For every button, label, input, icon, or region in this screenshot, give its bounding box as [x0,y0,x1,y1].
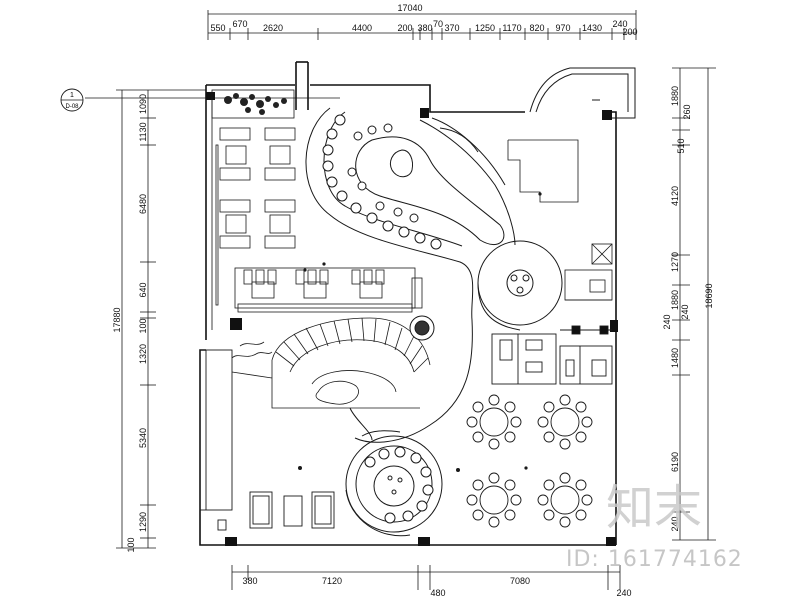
right-dim-label: 260 [682,104,692,119]
service-area [507,139,613,301]
left-dim-label: 1320 [138,344,148,364]
left-dim-label: 1130 [138,122,148,141]
dining-table [466,472,522,528]
right-dim-label: 1480 [670,348,680,368]
section-marker-ref: D-08 [65,104,79,110]
right-dim-label: 1270 [670,252,680,272]
top-dim-label: 200 [397,23,412,33]
top-dim-label: 200 [622,27,637,37]
top-dimension-chain [207,10,637,40]
top-dim-label: 70 [433,19,443,29]
left-dim-label: 1290 [138,512,148,532]
section-marker: 1 D-08 [60,88,340,112]
right-dim-label: 240 [680,304,690,319]
left-total-dimension: 17880 [112,307,122,332]
booth-seating-area [215,127,423,313]
watermark-brand: 知末 [606,480,702,536]
bottom-dimension-labels: 380 7120 480 7080 240 [242,576,631,598]
left-dim-label: 640 [138,282,148,297]
top-dim-label: 2620 [263,23,283,33]
outer-walls [199,61,617,546]
round-dining-tables [466,394,593,528]
left-dim-label: 5340 [138,428,148,448]
top-dim-label: 1170 [502,23,521,33]
left-dimension-chain [116,89,206,549]
right-dimension-chain [672,67,716,541]
right-dim-label: 240 [662,314,672,329]
top-dim-label: 370 [444,23,459,33]
top-dim-label: 1250 [475,23,495,33]
right-dim-label: 1880 [670,86,680,106]
bottom-dimension-chain [231,565,621,590]
bottom-dim-label: 380 [242,576,257,586]
top-dim-label: 970 [555,23,570,33]
right-dim-label: 510 [676,138,686,153]
right-dim-label: 6190 [670,452,680,472]
bottom-dim-label: 7120 [322,576,342,586]
dining-table [537,472,593,528]
left-dim-label: 100 [126,537,136,552]
round-platform [477,240,563,331]
left-dim-label: 6480 [138,194,148,214]
spiral-staircase [231,317,431,409]
watermark-id: ID: 161774162 [566,547,743,572]
bottom-dim-label: 240 [616,588,631,598]
top-dim-label: 1430 [582,23,602,33]
top-dim-label: 820 [529,23,544,33]
right-total-dimension: 18690 [704,283,714,308]
dining-table [537,394,593,450]
top-total-dimension: 17040 [397,3,422,13]
right-dim-label: 1880 [670,290,680,310]
watermark: 知末 ID: 161774162 [566,480,743,572]
curved-balcony [529,67,636,119]
top-dim-label: 670 [232,19,247,29]
left-dim-label: 100 [138,318,148,333]
round-column [409,315,435,341]
top-dimension-labels: 550 670 2620 4400 200 380 70 370 1250 11… [210,19,637,37]
top-dim-label: 380 [417,23,432,33]
top-dim-label: 550 [210,23,225,33]
left-dim-label: 1090 [138,94,148,114]
section-marker-number: 1 [70,92,74,99]
top-dim-label: 4400 [352,23,372,33]
light-fixture-symbols [298,192,542,472]
lounge-seating [199,349,335,531]
bottom-dim-label: 7080 [510,576,530,586]
top-dim-label: 240 [612,19,627,29]
planter-box [211,89,295,119]
restroom-block [491,325,613,385]
structural-columns [206,92,618,546]
left-dimension-labels: 1090 1130 6480 640 100 1320 5340 1290 10… [126,94,148,553]
lower-spiral-stage [345,407,443,537]
right-dim-label: 4120 [670,186,680,206]
right-dim-label: 240 [670,516,680,531]
right-dimension-labels: 1880 260 510 4120 1270 1880 240 240 1480… [662,86,692,532]
serpentine-bar-counter [305,107,516,443]
bottom-dim-label: 480 [430,588,445,598]
dining-table [466,394,522,450]
